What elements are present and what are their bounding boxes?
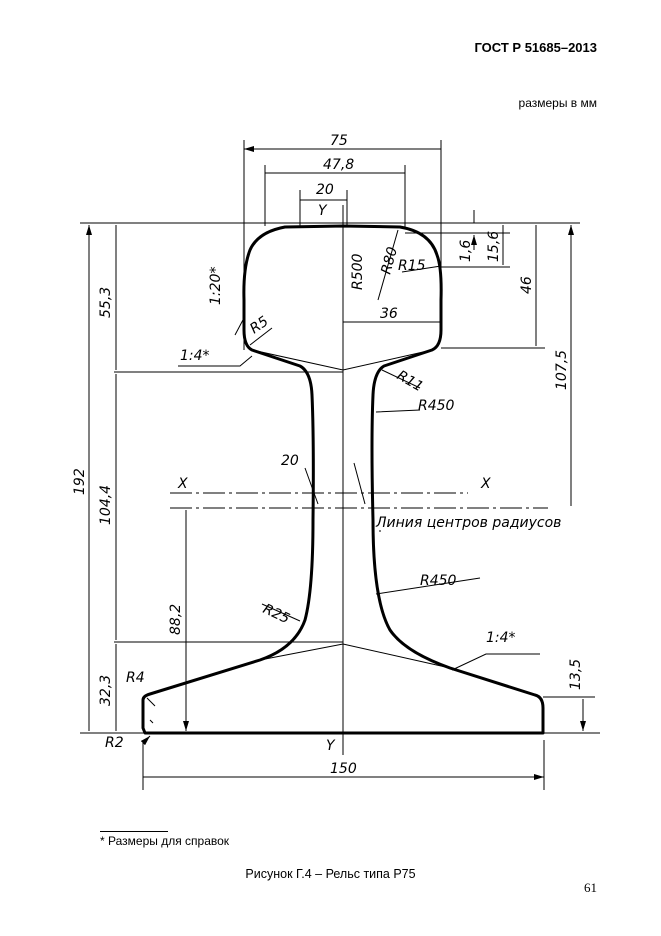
axis-x-right: X [480,476,491,492]
dim-32-3: 32,3 [98,675,114,706]
dim-88-2: 88,2 [168,604,184,635]
slope-1-4-top: 1:4* [180,348,210,364]
dim-1-6: 1,6 [458,240,474,262]
dim-47-8: 47,8 [323,157,354,173]
slope-1-4-bottom: 1:4* [486,630,516,646]
r15-label: R15 [398,258,426,274]
dim-36: 36 [380,306,398,322]
dim-20-top: 20 [316,182,334,198]
dim-104-4: 104,4 [98,485,114,525]
r25-label: R25 [260,601,292,627]
axis-y-top: Y [318,203,328,219]
dim-150: 150 [330,761,357,777]
dim-107-5: 107,5 [554,350,570,390]
axis-y-bottom: Y [326,738,336,754]
r500-label: R500 [350,253,366,290]
axis-x-left: X [177,476,188,492]
slope-1-20: 1:20* [208,267,224,305]
dim-46: 46 [519,276,535,294]
r5-label: R5 [247,313,272,337]
r450-top-label: R450 [418,398,455,414]
dim-55-3: 55,3 [98,287,114,318]
r2-label: R2 [105,735,124,751]
page-number: 61 [584,880,597,895]
footnote: * Размеры для справок [100,834,230,848]
units-note: размеры в мм [518,96,597,110]
r450-bottom-label: R450 [420,573,457,589]
dim-192: 192 [72,468,88,495]
dim-15-6: 15,6 [486,231,502,262]
centers-line-label: Линия центров радиусов [375,515,561,531]
dim-20-web: 20 [281,453,299,469]
dim-13-5: 13,5 [568,659,584,690]
r80-label: R80 [378,245,401,276]
standard-header: ГОСТ Р 51685–2013 [474,40,597,55]
figure-caption: Рисунок Г.4 – Рельс типа Р75 [245,867,416,881]
r11-label: R11 [394,368,426,396]
r4-label: R4 [126,670,145,686]
footnote-divider [100,831,168,832]
dim-75: 75 [330,133,348,149]
